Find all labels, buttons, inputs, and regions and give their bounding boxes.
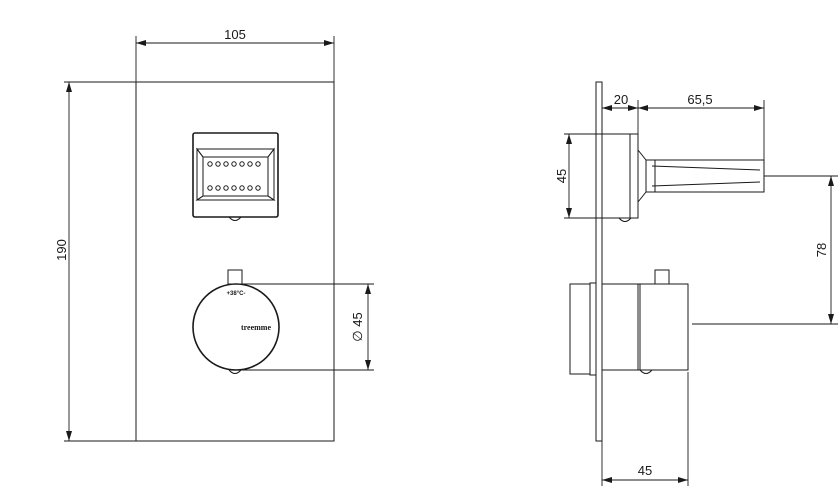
dial-diameter-dimension: ∅ 45 [236,283,374,371]
side-diverter [601,133,765,222]
diverter-handle [192,132,279,221]
cover-plate [135,81,335,442]
top-dimensions: 20 65,5 [602,92,765,160]
side-thermostat [569,269,689,376]
height-label: 190 [54,239,69,261]
handle-length-label: 65,5 [687,92,712,107]
side-plate [595,81,603,442]
thermostat-dial: +38°C- treemme [192,269,280,374]
grip-dots [207,161,261,191]
front-view: +38°C- treemme 105 190 [54,27,374,442]
depth-dimension: 45 [601,372,689,486]
axis-distance-label: 78 [814,243,829,257]
cartridge-height-dimension: 45 [554,133,602,219]
axis-distance-dimension: 78 [692,175,838,325]
width-dimension: 105 [135,27,335,82]
dial-brand-text: treemme [241,323,272,332]
plate-offset-label: 20 [614,92,628,107]
cartridge-height-label: 45 [554,169,569,183]
height-dimension: 190 [54,81,136,442]
dial-diameter-label: ∅ 45 [350,312,365,341]
width-label: 105 [224,27,246,42]
dial-temp-mark: +38°C- [227,291,246,297]
depth-label: 45 [638,463,652,478]
side-view: 20 65,5 45 78 45 [554,81,838,486]
